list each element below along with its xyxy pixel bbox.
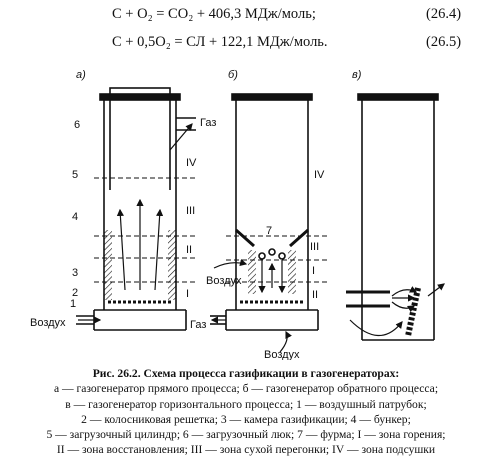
num-6: 6 [74, 119, 80, 131]
num-7: 7 [266, 225, 272, 237]
panel-c-labels: в) [352, 69, 362, 81]
zone-a-i: I [186, 288, 189, 300]
figure-caption: Рис. 26.2. Схема процесса газификации в … [8, 366, 484, 458]
caption-line: 2 — колосниковая решетка; 3 — камера газ… [81, 412, 411, 426]
caption-line: а — газогенератор прямого процесса; б — … [53, 382, 439, 396]
caption-line: в — газогенератор горизонтального процес… [65, 397, 427, 411]
panel-b-labels: б) IV III I II 7 Газ Воздух Воздух [190, 69, 325, 360]
caption-line: 5 — загрузочный цилиндр; 6 — загрузочный… [46, 428, 446, 442]
equation-number: (26.4) [426, 6, 462, 22]
equation-26-5: C + 0,5O₂ = СЛ + 122,1 МДж/моль. (26.5) [112, 34, 484, 54]
panel-a-labels: а) Газ Воздух IV III II I 1 2 3 4 5 6 [30, 69, 216, 329]
num-5: 5 [72, 169, 78, 181]
equation-text: C + O₂ = CO₂ + 406,3 МДж/моль; [112, 6, 316, 22]
gas-label-b: Газ [190, 319, 206, 331]
zone-a-iv: IV [186, 157, 197, 169]
air-label-b2: Воздух [264, 349, 300, 360]
equation-number: (26.5) [426, 34, 462, 50]
zone-b-i: I [312, 265, 315, 277]
panel-c-label: в) [352, 69, 362, 81]
equation-text: C + 0,5O₂ = СЛ + 122,1 МДж/моль. [112, 34, 328, 50]
air-label-b1: Воздух [206, 275, 242, 287]
gasifier-diagram: а) Газ Воздух IV III II I 1 2 3 4 5 6 [30, 69, 445, 360]
zone-b-ii: II [312, 289, 318, 301]
panel-b-label: б) [228, 69, 238, 81]
equation-26-4: C + O₂ = CO₂ + 406,3 МДж/моль; (26.4) [112, 6, 484, 26]
caption-title: Рис. 26.2. Схема процесса газификации в … [92, 367, 400, 380]
zone-b-iii: III [310, 241, 319, 253]
panel-a-label: а) [76, 69, 86, 81]
zone-a-ii: II [186, 244, 192, 256]
zone-b-iv: IV [314, 169, 325, 181]
num-1: 1 [70, 298, 76, 310]
air-label-a: Воздух [30, 317, 66, 329]
panel-a [76, 87, 196, 331]
gas-label-a: Газ [200, 117, 216, 129]
num-4: 4 [72, 211, 78, 223]
panel-c [346, 93, 445, 341]
num-2: 2 [72, 287, 78, 299]
caption-line: II — зона восстановления; III — зона сух… [56, 443, 436, 457]
panel-b [210, 93, 330, 353]
zone-a-iii: III [186, 205, 195, 217]
num-3: 3 [72, 267, 78, 279]
